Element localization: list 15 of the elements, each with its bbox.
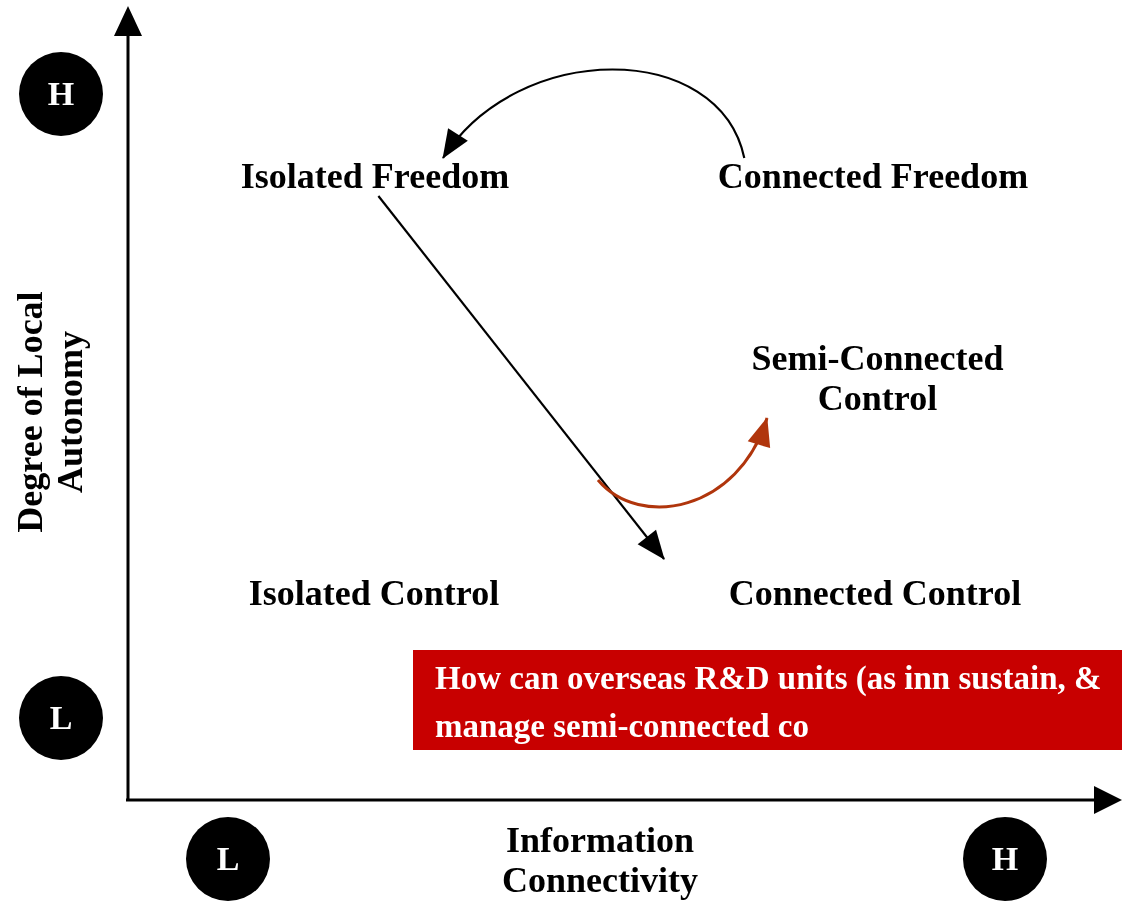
arrow: [442, 68, 746, 159]
quadrant-label: Semi-Connected Control: [715, 338, 1040, 418]
axis-title: Degree of Local Autonomy: [10, 290, 90, 535]
arrow: [377, 195, 665, 560]
level-badge: L: [19, 676, 103, 760]
question-banner: How can overseas R&D units (as inn sustain, & manage semi-connected co: [413, 650, 1122, 750]
level-badge: L: [186, 817, 270, 901]
axis-title: Information Connectivity: [501, 820, 699, 900]
level-badge: H: [963, 817, 1047, 901]
arrow: [596, 417, 769, 509]
quadrant-label: Isolated Freedom: [205, 156, 545, 196]
quadrant-label: Connected Control: [690, 573, 1060, 613]
quadrant-label: Isolated Control: [215, 573, 533, 613]
level-badge: H: [19, 52, 103, 136]
quadrant-label: Connected Freedom: [678, 156, 1068, 196]
